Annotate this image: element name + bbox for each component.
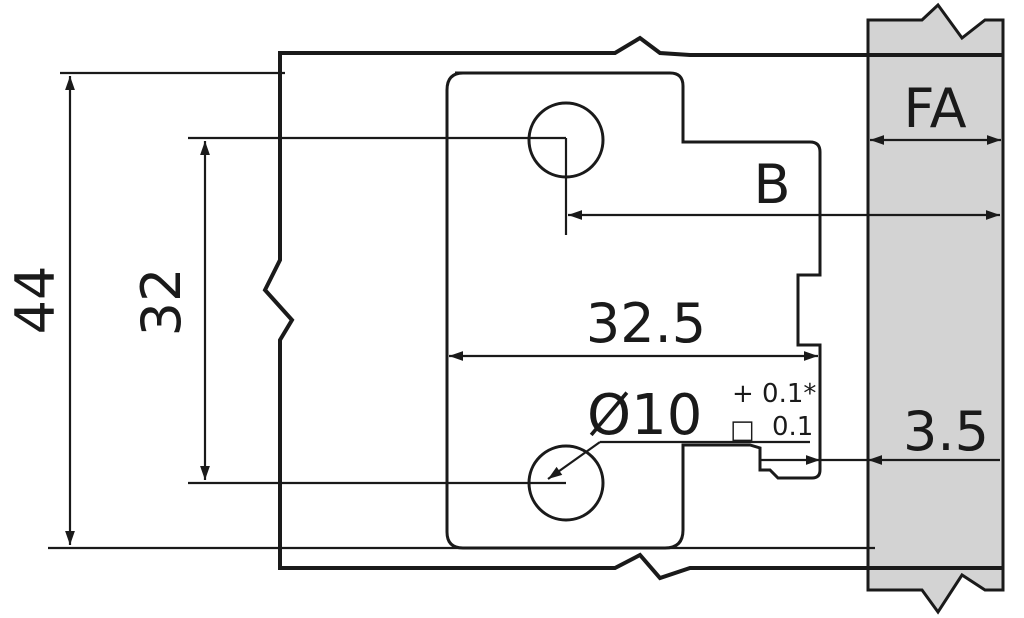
tolerance-lower-symbol: □ [730,415,755,445]
tolerance-upper-label: + 0.1* [732,379,816,409]
tolerance-lower-label: 0.1 [772,412,813,442]
distance-b-label: B [753,153,790,216]
mounting-body-outline [262,35,1003,581]
hole-diameter-leader-arrow [547,441,601,480]
plate-width-dimension-label: 32.5 [586,292,706,355]
hole-spacing-dimension-label: 32 [130,268,193,337]
hole-diameter-label: Ø10 [587,383,702,448]
mounting-plate-profile [445,71,822,550]
edge-offset-label: 3.5 [903,400,989,463]
front-allowance-label: FA [903,77,966,140]
height-dimension-label: 44 [4,266,67,335]
